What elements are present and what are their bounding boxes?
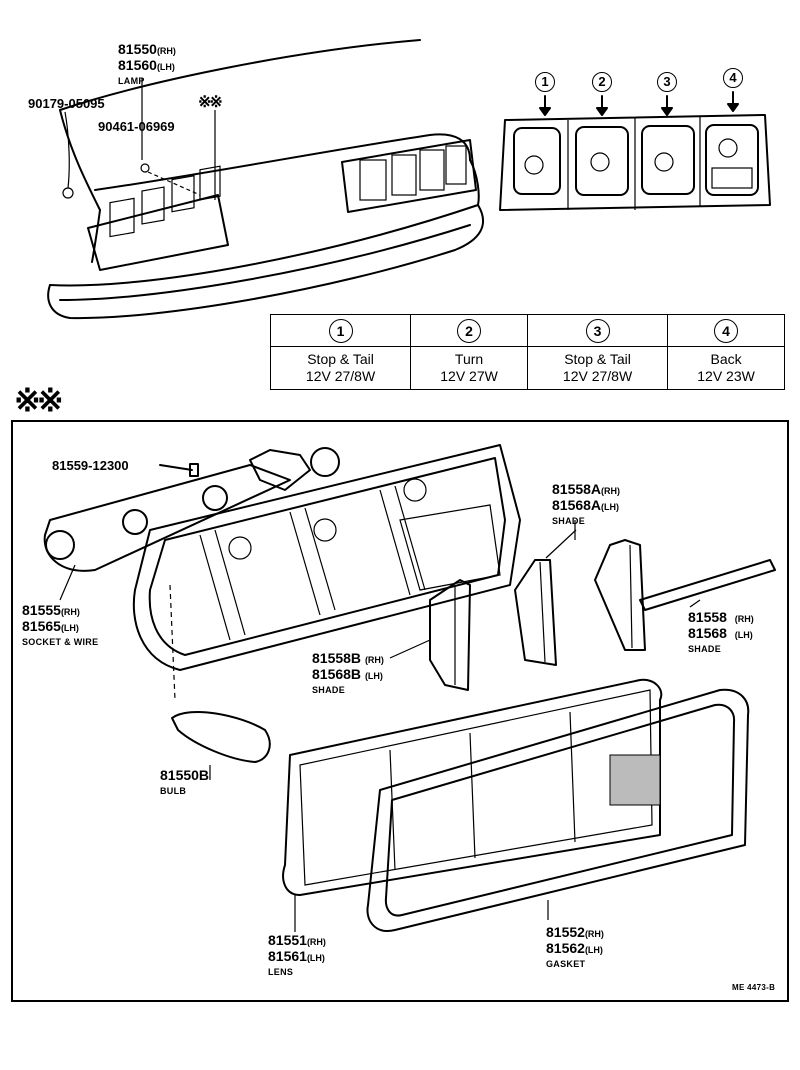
left-lamp-overview <box>87 165 229 271</box>
bulb-label: BULB <box>160 786 187 796</box>
socket-rh-number: 81555(RH) <box>22 602 80 618</box>
shade-b <box>429 579 471 691</box>
bulb <box>169 584 271 763</box>
lamp-front-view <box>499 91 771 211</box>
lamp-rh-number: 81550(RH) <box>118 41 176 57</box>
lens <box>282 678 663 896</box>
shade-label: SHADE <box>688 644 722 654</box>
gasket-lh-number: 81562(LH) <box>546 940 603 956</box>
lens-rh-number: 81551(RH) <box>268 932 326 948</box>
bulb-table-header-2: 2 <box>410 314 528 347</box>
shade-a <box>514 529 577 666</box>
marker-2: 2 <box>592 72 612 92</box>
bulb-table-header-4: 4 <box>667 314 785 347</box>
socket-label: SOCKET & WIRE <box>22 637 99 647</box>
shade-a-lh-number: 81568A(LH) <box>552 497 620 513</box>
gasket-rh-number: 81552(RH) <box>546 924 604 940</box>
right-lamp-overview <box>341 139 477 213</box>
lamp-lh-number: 81560(LH) <box>118 57 175 73</box>
screw <box>159 463 199 477</box>
detail-leader-lines <box>59 520 701 932</box>
bulb-table-header-3: 3 <box>526 314 669 347</box>
nut-part-number: 90179-05095 <box>28 96 105 111</box>
detail-reference-mark: ※※ <box>198 94 223 111</box>
shade-lh-number: 81568 (LH) <box>688 625 753 641</box>
marker-4: 4 <box>723 68 743 88</box>
marker-1: 1 <box>535 72 555 92</box>
shade-b-label: SHADE <box>312 685 346 695</box>
shade-b-lh-number: 81568B (LH) <box>312 666 383 682</box>
socket-lh-number: 81565(LH) <box>22 618 79 634</box>
marker-3: 3 <box>657 72 677 92</box>
shade <box>594 539 776 651</box>
bulb-table-header-1: 1 <box>269 314 412 347</box>
car-rear-overview <box>47 39 484 320</box>
lamp-housing <box>132 444 521 671</box>
grommet-part-number: 90461-06969 <box>98 119 175 134</box>
lens-lh-number: 81561(LH) <box>268 948 325 964</box>
footer-code: ME 4473-B <box>732 983 776 992</box>
detail-frame <box>11 420 789 1002</box>
shade-a-label: SHADE <box>552 516 586 526</box>
lens-label: LENS <box>268 967 294 977</box>
shade-b-rh-number: 81558B (RH) <box>312 650 384 666</box>
bulb-part-number: 81550B <box>160 767 210 783</box>
gasket-label: GASKET <box>546 959 586 969</box>
lamp-label: LAMP <box>118 76 145 86</box>
detail-section-mark: ※※ <box>14 382 64 418</box>
shade-rh-number: 81558 (RH) <box>688 609 754 625</box>
gasket <box>366 688 750 932</box>
shade-a-rh-number: 81558A(RH) <box>552 481 621 497</box>
screw-part-number: 81559-12300 <box>52 458 129 473</box>
socket-and-wire <box>43 447 340 572</box>
